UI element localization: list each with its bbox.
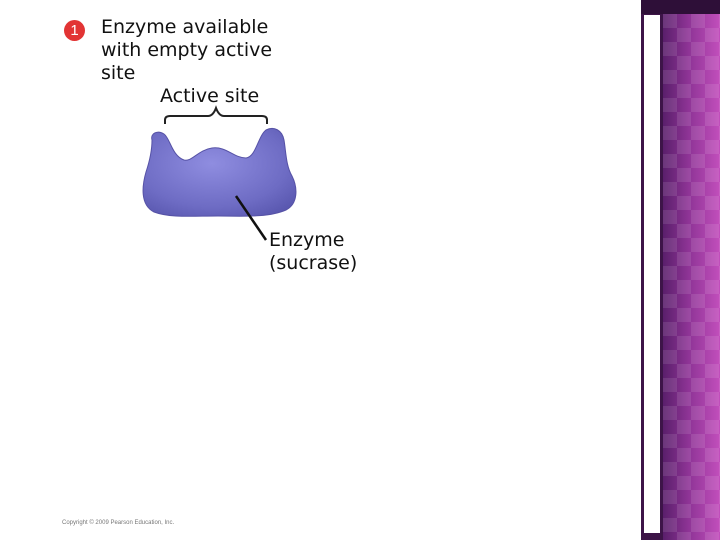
enzyme-label-line1: Enzyme bbox=[269, 229, 345, 251]
active-site-bracket bbox=[164, 105, 268, 124]
active-site-label: Active site bbox=[160, 85, 260, 107]
enzyme-pointer-line bbox=[234, 195, 268, 241]
copyright-notice: Copyright © 2009 Pearson Education, Inc. bbox=[62, 520, 175, 526]
enzyme-label: Enzyme (sucrase) bbox=[269, 229, 357, 275]
enzyme-label-line2: (sucrase) bbox=[269, 252, 358, 274]
decorative-inner-frame bbox=[644, 15, 660, 533]
step-number-badge: 1 bbox=[64, 20, 85, 41]
decorative-dark-bar-top bbox=[641, 0, 720, 14]
enzyme-shape bbox=[142, 127, 297, 217]
enzyme-diagram bbox=[142, 105, 297, 241]
decorative-pattern-bar bbox=[663, 0, 720, 540]
step-caption: Enzyme available with empty active site bbox=[101, 16, 273, 84]
